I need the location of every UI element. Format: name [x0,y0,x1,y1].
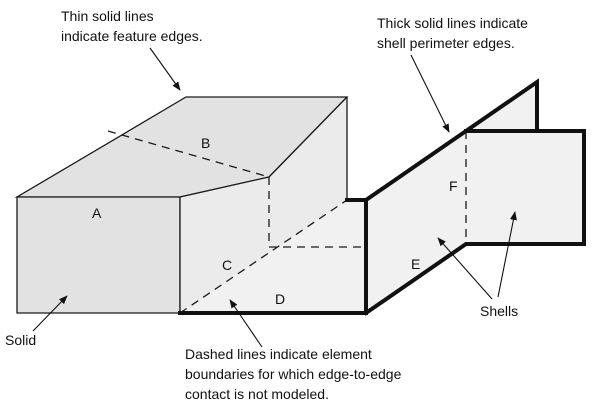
leader-lines [32,47,517,348]
annotation-perimeter-edges-line1: Thick solid lines indicate [377,15,528,31]
shell-bottom-face-d [180,200,366,313]
feature-edge-slant [268,96,348,178]
dashed-edge-diagonal-d [179,199,348,314]
face-labels: A B C D E F [92,135,458,307]
annotation-feature-edges-line1: Thin solid lines [61,8,154,24]
leader-dashed-lines [229,299,263,348]
leader-feature-edges [149,47,181,91]
dashed-boundaries [107,130,467,314]
annotation-feature-edges: Thin solid lines indicate feature edges. [61,8,203,44]
face-label-a: A [92,205,102,221]
perimeter-edges [178,78,586,316]
annotation-perimeter-edges-line2: shell perimeter edges. [377,35,515,51]
annotation-dashed-lines-line2: boundaries for which edge-to-edge [185,366,402,382]
annotation-dashed-lines: Dashed lines indicate element boundaries… [185,346,402,402]
leader-perimeter-edges [410,54,450,133]
annotation-dashed-lines-line1: Dashed lines indicate element [185,346,372,362]
perimeter-edge-slant [363,78,539,203]
face-label-e: E [411,256,420,272]
annotation-shells: Shells [480,303,518,319]
leader-shells-e [437,237,493,300]
perimeter-edge-flap [363,129,586,316]
face-label-f: F [449,178,458,194]
perimeter-edge-main [178,198,368,315]
face-label-b: B [201,135,210,151]
solid-block [14,96,349,314]
annotation-dashed-lines-line3: contact is not modeled. [185,386,329,402]
leader-solid [32,295,68,332]
annotation-solid: Solid [5,332,36,348]
annotation-feature-edges-line2: indicate feature edges. [61,28,203,44]
face-label-d: D [275,291,285,307]
leader-shells-f [497,211,517,298]
annotation-perimeter-edges: Thick solid lines indicate shell perimet… [377,15,528,51]
feature-edges [179,96,348,313]
face-label-c: C [222,257,232,273]
feature-edge-top-front [179,176,270,198]
shell-vertical-face-f [466,131,584,244]
shell-slanted-face-e [366,131,466,313]
solid-side-face-c [180,97,347,313]
